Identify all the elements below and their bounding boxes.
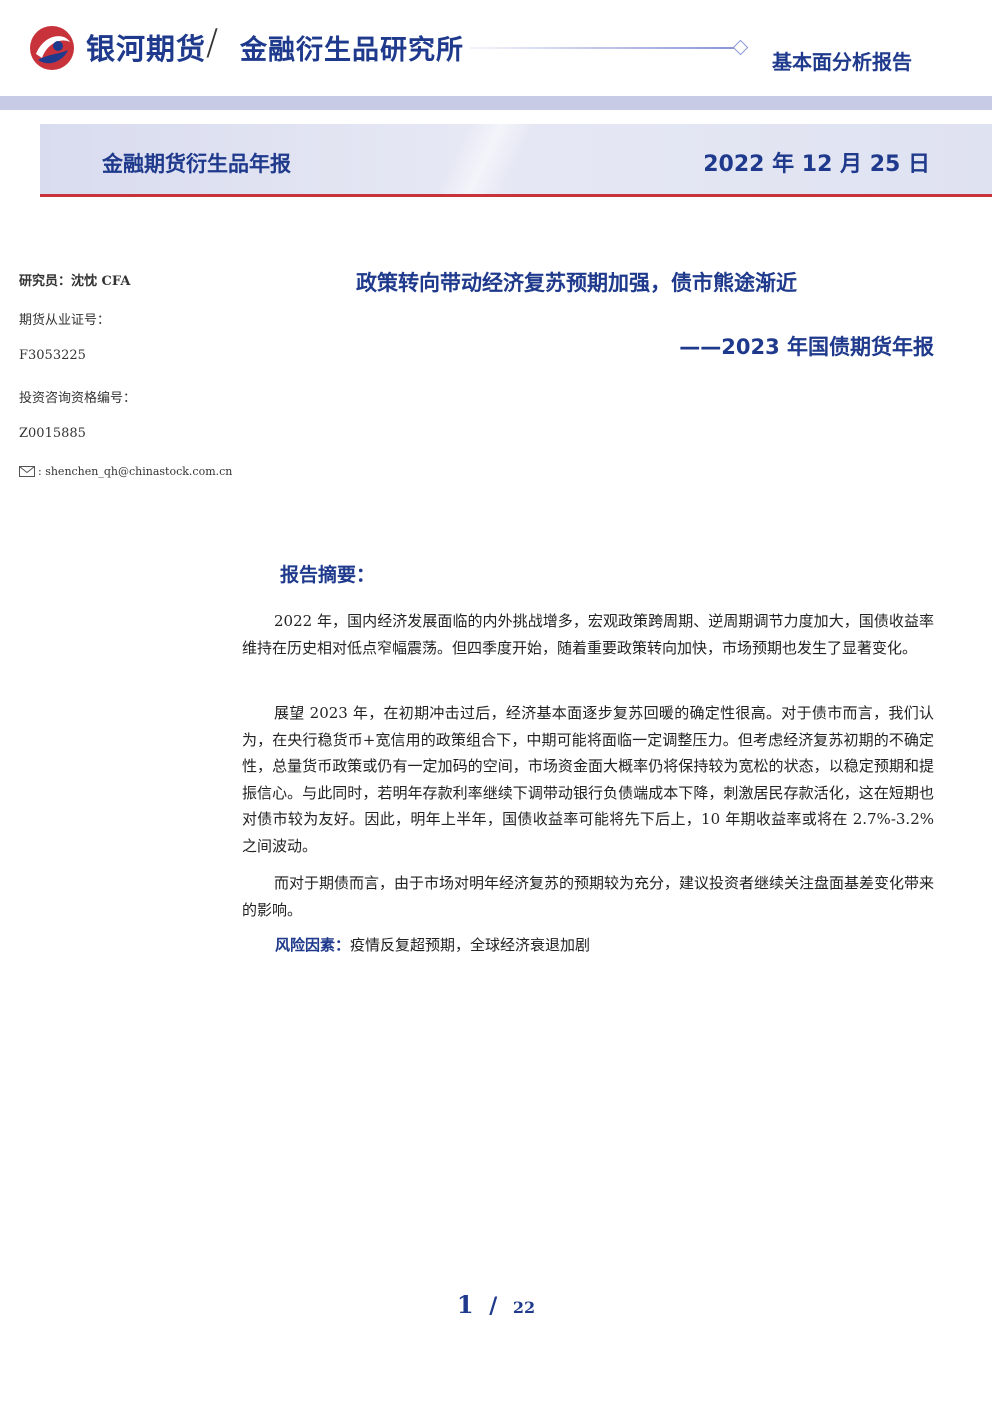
report-subtitle: ——2023 年国债期货年报 (679, 335, 934, 359)
header-divider-line (470, 47, 734, 49)
header-slash: / (206, 22, 219, 63)
report-main-title: 政策转向带动经济复苏预期加强，债市熊途渐近 (356, 271, 797, 295)
page-indicator: 1 / 22 (0, 1290, 992, 1319)
header-band (0, 96, 992, 110)
researcher-email[interactable]: : shenchen_qh@chinastock.com.cn (19, 465, 232, 478)
galaxy-logo-icon (30, 26, 74, 70)
banner-title: 金融期货衍生品年报 (102, 152, 291, 176)
mail-icon (19, 466, 35, 477)
cert-number: F3053225 (19, 348, 86, 363)
summary-paragraph: 展望 2023 年，在初期冲击过后，经济基本面逐步复苏回暖的确定性很高。对于债市… (242, 704, 934, 855)
current-page: 1 (456, 1290, 474, 1319)
qualification-number: Z0015885 (19, 426, 86, 441)
qualification-label: 投资咨询资格编号： (19, 391, 137, 406)
company-name: 银河期货 (86, 32, 207, 66)
summary-heading: 报告摘要： (280, 564, 376, 586)
cert-label: 期货从业证号： (19, 313, 111, 328)
risk-text: 疫情反复超预期，全球经济衰退加剧 (350, 936, 591, 954)
risk-label: 风险因素： (275, 936, 351, 954)
banner-decoration (420, 124, 550, 194)
email-address: : shenchen_qh@chinastock.com.cn (38, 465, 233, 478)
page-separator: / (489, 1293, 498, 1319)
summary-paragraph: 而对于期债而言，由于市场对明年经济复苏的预期较为充分，建议投资者继续关注盘面基差… (242, 874, 935, 919)
total-pages: 22 (512, 1298, 536, 1317)
report-type: 基本面分析报告 (772, 50, 912, 74)
summary-paragraph: 2022 年，国内经济发展面临的内外挑战增多，宏观政策跨周期、逆周期调节力度加大… (242, 612, 934, 657)
researcher-name: 研究员：沈忱 CFA (19, 274, 131, 289)
risk-factors: 风险因素：疫情反复超预期，全球经济衰退加剧 (275, 934, 590, 955)
report-date: 2022 年 12 月 25 日 (703, 152, 930, 177)
institute-name: 金融衍生品研究所 (240, 35, 464, 66)
report-banner: 金融期货衍生品年报 2022 年 12 月 25 日 (40, 124, 992, 197)
company-logo (28, 24, 76, 72)
diamond-icon (732, 39, 749, 56)
